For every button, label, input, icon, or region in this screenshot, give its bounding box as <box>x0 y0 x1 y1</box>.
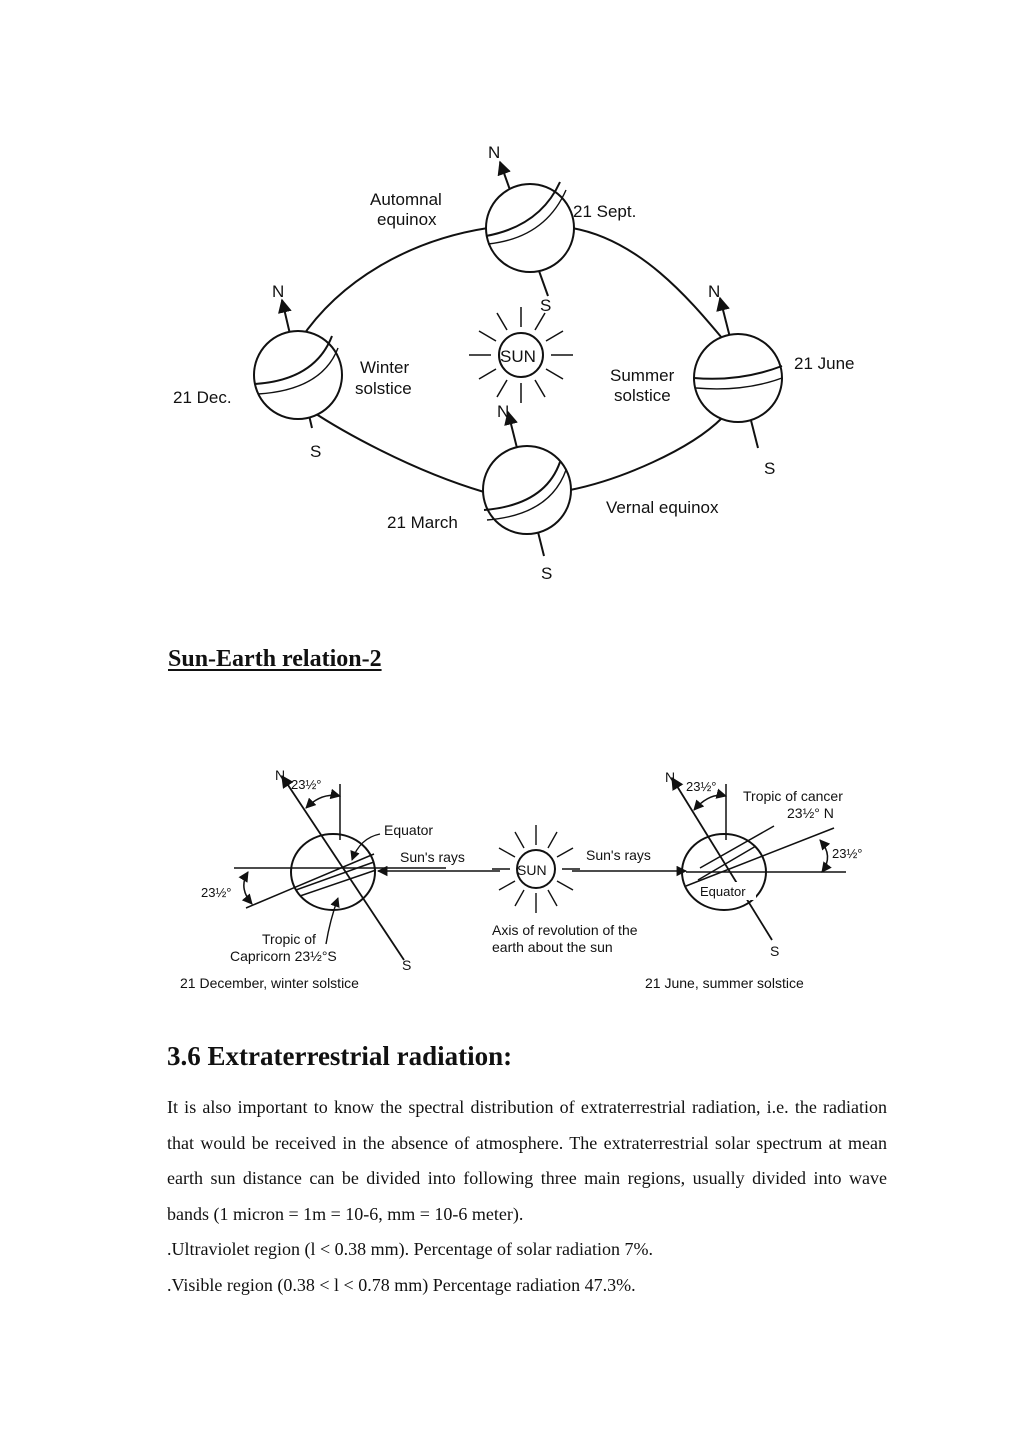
winter-label: solstice <box>355 379 412 398</box>
tropic-capricorn-label: Tropic of <box>262 931 316 947</box>
june-label: 21 June <box>794 354 855 373</box>
suns-rays-label: Sun's rays <box>586 847 651 863</box>
south-label: S <box>540 296 551 315</box>
orbit-path <box>299 227 723 493</box>
tropic-cancer-label: 23½° N <box>787 805 834 821</box>
list-item: .Ultraviolet region (l < 0.38 mm). Perce… <box>167 1239 654 1259</box>
sun-label: SUN <box>500 347 536 366</box>
north-label: N <box>488 143 500 162</box>
earth-june: N 23½° 23½° S Equator Tropic of cancer 2… <box>645 769 863 991</box>
section-title: Sun-Earth relation-2 <box>168 646 382 672</box>
dec-label: 21 Dec. <box>173 388 232 407</box>
equator-label: Equator <box>384 822 433 838</box>
body-text: It is also important to know the spectra… <box>167 1090 887 1303</box>
south-label: S <box>764 459 775 478</box>
angle-label: 23½° <box>291 777 322 792</box>
south-label: S <box>402 957 411 973</box>
section-heading: 3.6 Extraterrestrial radiation: <box>167 1041 513 1071</box>
south-label: S <box>541 564 552 583</box>
summer-label: Summer <box>610 366 675 385</box>
december-caption: 21 December, winter solstice <box>180 975 359 991</box>
angle-label: 23½° <box>832 846 863 861</box>
march-label: 21 March <box>387 513 458 532</box>
earth-autumn: N S <box>485 143 575 315</box>
axis-label: Axis of revolution of the <box>492 922 638 938</box>
angle-label: 23½° <box>201 885 232 900</box>
june-caption: 21 June, summer solstice <box>645 975 804 991</box>
north-label: N <box>272 282 284 301</box>
tropic-capricorn-label: Capricorn 23½°S <box>230 948 337 964</box>
sept-label: 21 Sept. <box>573 202 636 221</box>
north-label: N <box>708 282 720 301</box>
earth-summer: N S <box>693 282 783 478</box>
earth-winter: N S <box>253 282 343 461</box>
tropic-cancer-label: Tropic of cancer <box>743 788 843 804</box>
earth-december: N 23½° 23½° S Equator Tropic of Capricor… <box>180 767 446 991</box>
list-item: .Visible region (0.38 < l < 0.78 mm) Per… <box>167 1274 636 1295</box>
sun-label: SUN <box>517 862 547 878</box>
south-label: S <box>770 943 779 959</box>
sun-symbol: SUN <box>492 825 580 913</box>
north-label: N <box>497 402 509 421</box>
summer-label: solstice <box>614 386 671 405</box>
paragraph: It is also important to know the spectra… <box>167 1097 887 1224</box>
north-label: N <box>665 769 675 785</box>
earth-vernal: N S <box>482 402 572 583</box>
vernal-label: Vernal equinox <box>606 498 719 517</box>
winter-label: Winter <box>360 358 409 377</box>
sun-symbol: SUN <box>469 307 573 403</box>
equator-label: Equator <box>700 884 746 899</box>
angle-label: 23½° <box>686 779 717 794</box>
autumn-label: Automnal <box>370 190 442 209</box>
autumn-label: equinox <box>377 210 437 229</box>
south-label: S <box>310 442 321 461</box>
orbit-diagram: N S N S N S N S <box>173 143 855 583</box>
axis-label: earth about the sun <box>492 939 613 955</box>
suns-rays-label: Sun's rays <box>400 849 465 865</box>
north-label: N <box>275 767 285 783</box>
